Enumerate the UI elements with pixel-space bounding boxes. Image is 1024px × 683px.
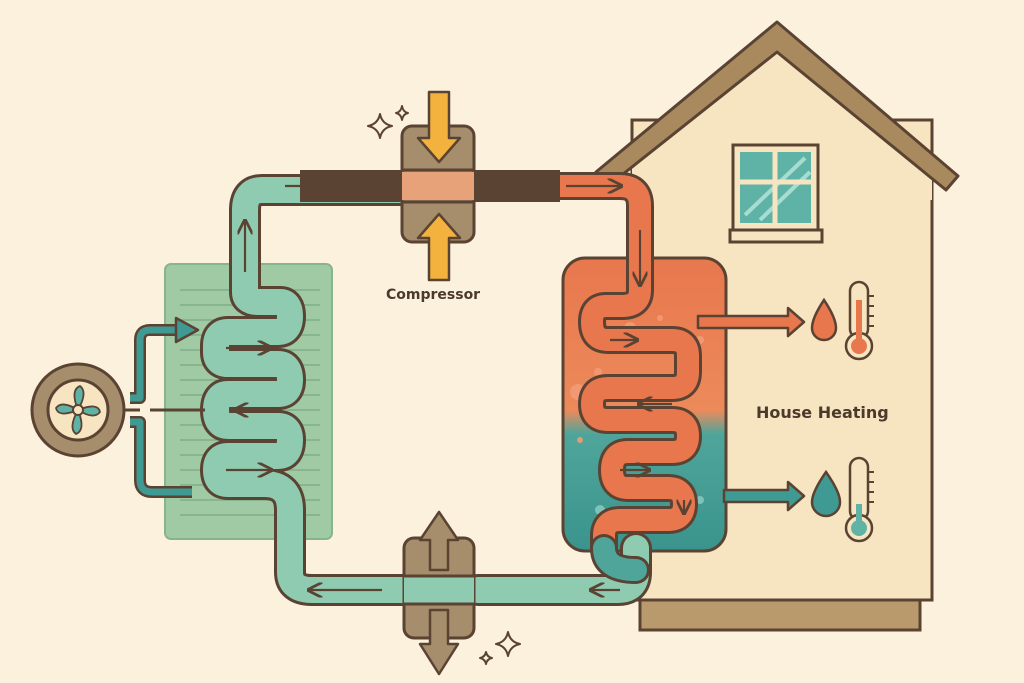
house-foundation [638,598,922,632]
thermometer-icon [844,280,874,361]
house-gable [632,52,932,200]
fan-icon [30,316,205,498]
compression-arrow-down [416,90,462,164]
water-drop-icon [810,297,838,342]
thermometer-icon [844,456,874,543]
house-heating-label: House Heating [756,403,889,422]
sparkle-icon [495,631,521,657]
sparkle-icon [367,113,393,139]
window-icon [728,143,824,244]
hot-refrigerant-pipe [456,172,702,584]
sparkle-icon [395,105,409,121]
sparkle-icon [479,651,493,665]
flow-arrows [226,186,684,590]
expansion-arrow-up [418,510,460,572]
water-drop-icon [810,469,842,518]
expansion-arrow-down [418,608,460,676]
hot-water-output [696,280,874,361]
compressor [400,90,476,282]
compressor-label: Compressor [386,287,481,303]
cool-water-return [722,456,874,543]
expansion-valve [402,510,476,676]
compression-arrow-up [416,212,462,282]
